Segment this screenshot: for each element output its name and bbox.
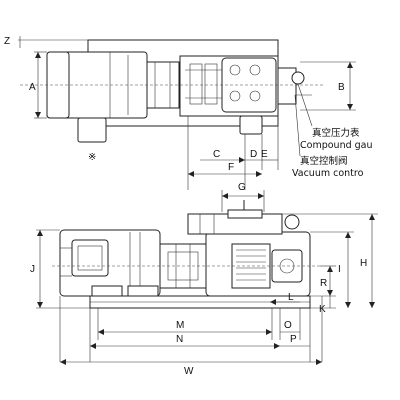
side-inlet-flange — [227, 209, 263, 219]
dim-label-e: E — [261, 149, 268, 160]
star-note: ※ — [88, 152, 96, 163]
dim-label-r: R — [320, 278, 327, 289]
dim-label-i: I — [338, 264, 341, 275]
vacuum-control-label-en: Vacuum contro — [292, 168, 364, 179]
gauge-leader-line — [297, 83, 313, 127]
side-motor-terminal-box — [71, 239, 109, 277]
dim-label-w: W — [184, 366, 194, 377]
side-view-dimensions: J H I R K L — [30, 213, 378, 377]
dim-label-a: A — [29, 82, 36, 93]
dim-label-z: Z — [4, 36, 10, 47]
top-foot-right — [239, 115, 263, 135]
dim-label-m: M — [176, 320, 184, 331]
dim-label-n: N — [176, 334, 183, 345]
dim-label-b: B — [338, 82, 345, 93]
top-gauge-housing — [277, 67, 297, 105]
compound-gauge-label-cn: 真空压力表 — [312, 127, 360, 139]
dim-label-p: P — [290, 334, 297, 345]
dim-label-l: L — [288, 292, 294, 303]
dim-label-d: D — [250, 149, 257, 160]
top-foot-left — [77, 117, 107, 143]
dim-label-f: F — [228, 162, 234, 173]
compound-gauge-label-en: Compound gau — [300, 140, 373, 151]
dim-label-j: J — [30, 264, 35, 275]
valve-leader-line — [294, 94, 301, 157]
dim-label-g: G — [238, 182, 246, 193]
side-view: G — [52, 182, 320, 309]
dim-label-h: H — [360, 258, 367, 269]
dim-label-k: K — [319, 304, 326, 315]
side-gauge-icon — [284, 214, 300, 230]
dim-label-o: O — [284, 320, 292, 331]
top-view — [20, 39, 325, 143]
dim-label-c: C — [213, 149, 220, 160]
compound-gauge-icon — [291, 71, 305, 85]
vacuum-control-label-cn: 真空控制阀 — [300, 155, 348, 167]
top-view-dimensions: Z A B C D E F ※ — [4, 36, 356, 190]
